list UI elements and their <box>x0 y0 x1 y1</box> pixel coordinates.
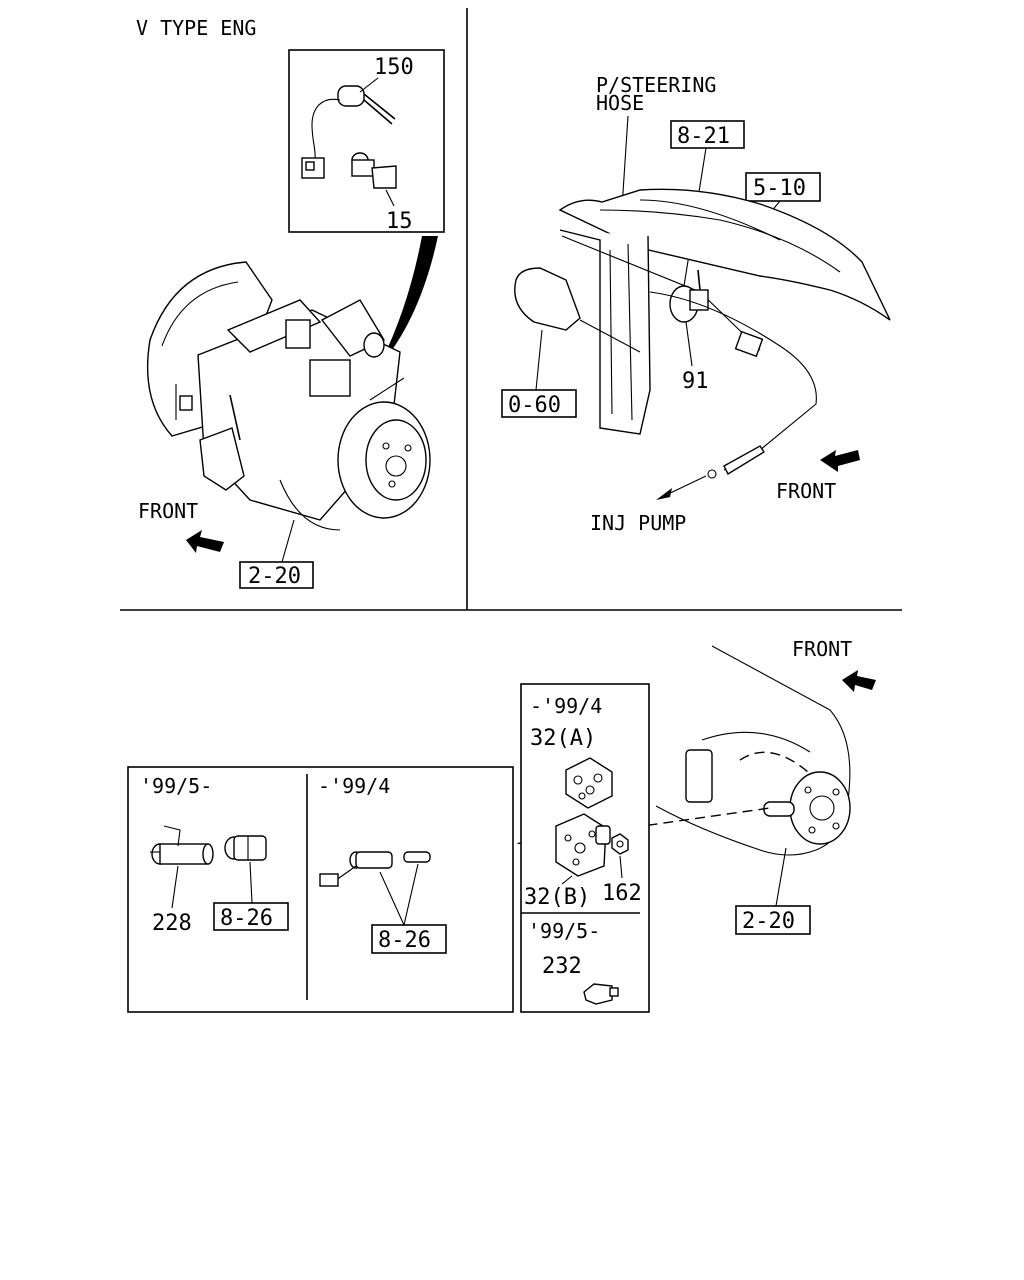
accel-cable <box>649 291 817 471</box>
leader-2-20 <box>281 519 295 563</box>
ref-box-0-60 <box>501 389 577 418</box>
section-accel-cable: P/STEERING HOSE 8-21 5-10 9 <box>501 73 891 535</box>
inj-pump-arrowhead <box>656 488 672 500</box>
callout-228: 228 <box>152 911 192 936</box>
inset-sensor-box <box>288 49 445 233</box>
ref-box-8-26-left <box>213 902 289 931</box>
speed-sensor-old-drawing <box>319 851 431 887</box>
ref-box-8-21 <box>670 120 745 149</box>
callout-32b: 32(B) <box>524 885 590 910</box>
ref-box-5-10 <box>745 172 821 202</box>
leader-228 <box>171 865 179 909</box>
callout-162: 162 <box>602 881 642 906</box>
callout-15: 15 <box>386 209 413 234</box>
leader-8-26-a <box>379 871 405 926</box>
relay-228-drawing <box>150 825 214 865</box>
ref-box-2-20-bottom <box>735 905 811 935</box>
section-99-4-left: -'99/4 <box>318 774 390 798</box>
engine-transmission-drawing <box>146 261 431 531</box>
plug-232-drawing <box>583 983 619 1005</box>
sensor-150-drawing <box>301 77 396 179</box>
inj-pump-arrow-line <box>663 475 707 497</box>
section-99-5-left: '99/5- <box>140 774 212 798</box>
title-v-type-eng: V TYPE ENG <box>136 16 256 40</box>
ref-2-20-bottom: 2-20 <box>742 909 795 934</box>
leader-8-26-b <box>403 863 419 926</box>
nut-162-drawing <box>611 833 629 855</box>
inj-pump-label: INJ PUMP <box>590 511 686 535</box>
callout-150: 150 <box>374 55 414 80</box>
leader-8-26-left <box>249 861 253 904</box>
transmission-drawing <box>655 645 851 856</box>
bracket-15-drawing <box>351 152 397 207</box>
front-arrow-top-right <box>820 450 860 472</box>
leader-0-60 <box>535 329 543 391</box>
section-v-type-engine: V TYPE ENG 150 15 <box>136 16 445 589</box>
clamp-91-drawing <box>669 269 709 323</box>
cable-eye <box>707 469 717 479</box>
hose-label-line2: HOSE <box>596 91 644 115</box>
callout-232: 232 <box>542 954 582 979</box>
speed-sensor-new-drawing <box>224 835 267 861</box>
ref-5-10: 5-10 <box>753 176 806 201</box>
left-variant-box <box>127 766 514 1013</box>
leader-162 <box>619 855 623 879</box>
cable-end <box>723 445 765 475</box>
section-speed-sensor: FRONT 2-20 '99/5- -'99/4 <box>127 637 876 1013</box>
section-99-5-mid: '99/5- <box>528 919 600 943</box>
leader-32b <box>561 875 573 885</box>
ref-8-26-right: 8-26 <box>378 928 431 953</box>
actuator-drawing <box>514 267 641 353</box>
callout-32a: 32(A) <box>530 726 596 751</box>
ref-box-2-20-top <box>239 561 314 589</box>
hose-label-line1: P/STEERING <box>596 73 716 97</box>
leader-2-20-bottom <box>775 847 787 907</box>
leader-91 <box>685 321 693 367</box>
ref-8-21: 8-21 <box>677 124 730 149</box>
frame-drawing <box>558 188 891 435</box>
adapter-32a-drawing <box>565 757 613 809</box>
front-label-bottom: FRONT <box>792 637 852 661</box>
ref-box-8-26-right <box>371 924 447 954</box>
front-label-top-left: FRONT <box>138 499 198 523</box>
front-arrow-top-left <box>186 530 224 553</box>
dashed-guide-c <box>599 807 771 833</box>
front-label-top-right: FRONT <box>776 479 836 503</box>
callout-91: 91 <box>682 369 709 394</box>
section-99-4-mid: -'99/4 <box>530 694 602 718</box>
adapter-32b-drawing <box>555 813 611 877</box>
ref-2-20-top: 2-20 <box>248 564 301 589</box>
front-arrow-bottom <box>842 670 876 692</box>
ref-8-26-left: 8-26 <box>220 906 273 931</box>
leader-wedge <box>378 236 438 368</box>
ref-0-60: 0-60 <box>508 393 561 418</box>
